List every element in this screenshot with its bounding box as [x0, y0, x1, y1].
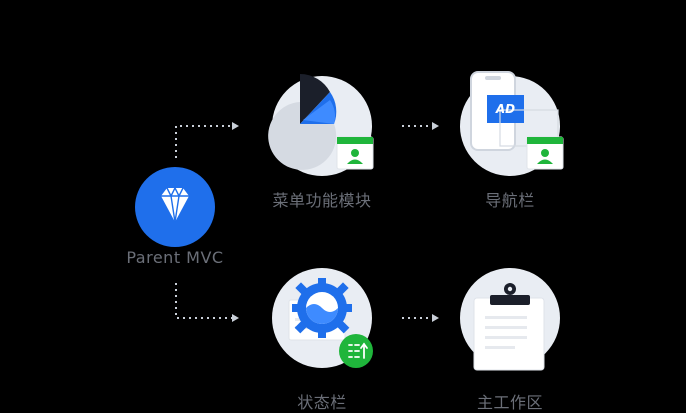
pie-chart-icon	[268, 74, 337, 170]
connectors	[175, 125, 432, 319]
ad-badge-text: AD	[495, 102, 516, 116]
user-folder-icon	[336, 136, 374, 170]
work-label: 主工作区	[476, 393, 543, 412]
connector-root-menu	[175, 125, 232, 158]
root-node[interactable]	[135, 167, 215, 247]
status-node[interactable]	[272, 268, 373, 368]
phone-ad-icon	[470, 71, 559, 151]
menu-node[interactable]	[268, 74, 374, 176]
diamond-icon	[161, 187, 189, 223]
connector-root-status	[175, 283, 232, 319]
diagram-canvas	[135, 71, 564, 371]
user-folder-icon	[526, 136, 564, 170]
root-label: Parent MVC	[126, 248, 224, 267]
work-node[interactable]	[460, 268, 560, 371]
status-label: 状态栏	[297, 393, 347, 412]
clipboard-icon	[473, 283, 545, 371]
menu-label: 菜单功能模块	[272, 191, 372, 210]
nav-node[interactable]	[460, 71, 564, 176]
gear-icon	[292, 278, 352, 338]
list-badge-icon	[339, 334, 373, 368]
nav-label: 导航栏	[485, 191, 535, 210]
arrowheads	[232, 122, 439, 322]
